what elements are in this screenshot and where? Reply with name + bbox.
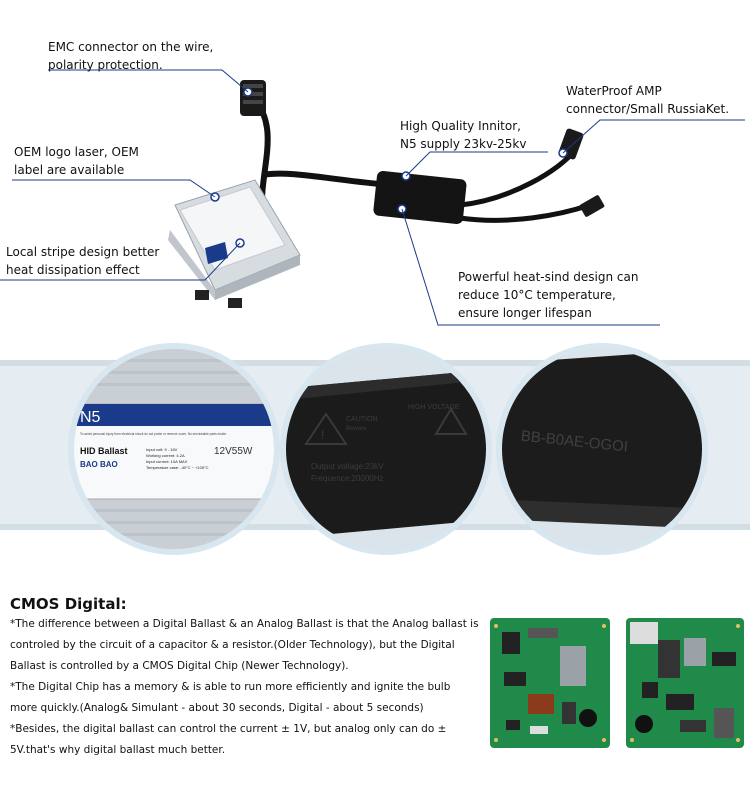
- annotation-stripe: Local stripe design better heat dissipat…: [6, 245, 160, 277]
- annotation-heatsink: Powerful heat-sind design can reduce 10°…: [458, 270, 639, 320]
- svg-text:Temperature case: -40°C ~ +105: Temperature case: -40°C ~ +105°C: [146, 465, 209, 470]
- model-text: 12V55W: [214, 446, 253, 457]
- cmos-description: *The difference between a Digital Ballas…: [10, 614, 480, 761]
- annotation-oem: OEM logo laser, OEM label are available: [14, 145, 139, 177]
- brand-text: N5: [80, 409, 101, 426]
- annotation-emc: EMC connector on the wire, polarity prot…: [48, 40, 214, 72]
- product-text: HID Ballast: [80, 446, 128, 456]
- svg-text:HIGH VOLTAGE: HIGH VOLTAGE: [408, 404, 460, 411]
- ballast-unit: [168, 179, 301, 308]
- emc-connector: [240, 80, 266, 116]
- annotation-ignitor: High Quality Innitor, N5 supply 23kv-25k…: [400, 119, 527, 151]
- ignitor-box: [373, 171, 467, 224]
- code-closeup-image: BB-B0AE-OGOI: [502, 349, 702, 549]
- svg-text:CAUTION: CAUTION: [346, 416, 378, 423]
- cmos-title: CMOS Digital:: [10, 595, 127, 613]
- svg-text:Input current: 10A MAX: Input current: 10A MAX: [146, 459, 188, 464]
- cmos-paragraph: *The difference between a Digital Ballas…: [10, 618, 479, 672]
- svg-text:Beware: Beware: [346, 426, 367, 432]
- closeup-code: BB-B0AE-OGOI: [496, 343, 708, 555]
- cmos-paragraph: *The Digital Chip has a memory & is able…: [10, 681, 451, 714]
- annotation-waterproof: WaterProof AMP connector/Small RussiaKet…: [566, 84, 730, 116]
- cmos-paragraph: *Besides, the digital ballast can contro…: [10, 723, 447, 756]
- ignitor-closeup-image: ! CAUTION Beware HIGH VOLTAGE Output vol…: [286, 349, 486, 549]
- product-diagram: [0, 69, 745, 326]
- svg-text:Frequence:20000Hz: Frequence:20000Hz: [311, 474, 384, 483]
- svg-text:!: !: [321, 428, 324, 442]
- svg-text:Output voltage:23kV: Output voltage:23kV: [311, 462, 384, 471]
- ballast-label-image: N5 12V55W HID Ballast BAO BAO Input volt…: [74, 349, 274, 549]
- pcb-image-digital: [622, 612, 747, 752]
- maker-text: BAO BAO: [80, 460, 118, 469]
- closeup-ignitor: ! CAUTION Beware HIGH VOLTAGE Output vol…: [280, 343, 492, 555]
- svg-text:Working current: 4.2A: Working current: 4.2A: [146, 453, 185, 458]
- closeup-ballast-label: N5 12V55W HID Ballast BAO BAO Input volt…: [68, 343, 280, 555]
- svg-text:To avoid personal injury from: To avoid personal injury from electrical…: [80, 432, 227, 436]
- amp-connector: [558, 128, 605, 217]
- svg-text:Input volt: 9 - 16V: Input volt: 9 - 16V: [146, 447, 178, 452]
- pcb-image-analog: [488, 612, 613, 752]
